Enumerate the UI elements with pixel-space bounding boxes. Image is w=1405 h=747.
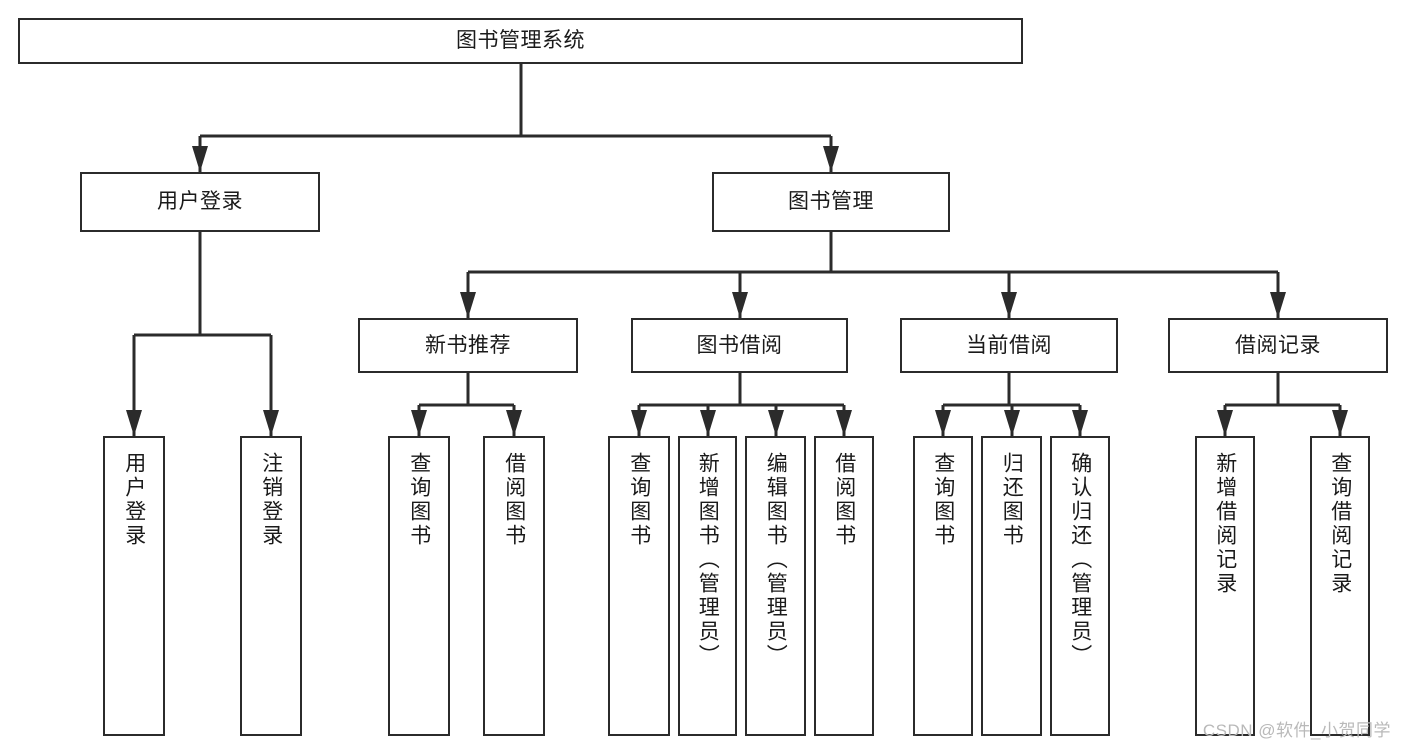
node-label: 借阅记录	[1235, 333, 1321, 357]
node-label: 图书借阅	[696, 333, 783, 357]
node-label: 图书管理系统	[456, 29, 585, 53]
node-label: 新增借阅记录	[1213, 452, 1237, 596]
node-leaf-query-record[interactable]: 查询借阅记录	[1310, 436, 1370, 736]
node-book-borrow[interactable]: 图书借阅	[631, 318, 848, 373]
arrow-head-leaf-query-book-1	[411, 410, 427, 436]
node-label: 借阅图书	[832, 452, 856, 548]
node-label: 编辑图书（管理员）	[764, 452, 788, 668]
node-leaf-user-login[interactable]: 用户登录	[103, 436, 165, 736]
node-new-book-rec[interactable]: 新书推荐	[358, 318, 578, 373]
node-label: 图书管理	[788, 190, 874, 214]
arrow-head-leaf-add-record	[1217, 410, 1233, 436]
node-label: 注销登录	[259, 452, 283, 548]
node-label: 借阅图书	[502, 452, 526, 548]
arrow-head-leaf-borrow-book-2	[836, 410, 852, 436]
node-leaf-confirm-return[interactable]: 确认归还（管理员）	[1050, 436, 1110, 736]
arrow-head-leaf-return-book	[1004, 410, 1020, 436]
node-borrow-record[interactable]: 借阅记录	[1168, 318, 1388, 373]
node-leaf-borrow-book-1[interactable]: 借阅图书	[483, 436, 545, 736]
arrow-head-leaf-logout	[263, 410, 279, 436]
node-user-login[interactable]: 用户登录	[80, 172, 320, 232]
node-leaf-query-book-1[interactable]: 查询图书	[388, 436, 450, 736]
arrow-head-current-borrow	[1001, 292, 1017, 318]
arrow-head-leaf-query-book-3	[935, 410, 951, 436]
arrow-head-new-book-rec	[460, 292, 476, 318]
node-current-borrow[interactable]: 当前借阅	[900, 318, 1118, 373]
node-label: 新书推荐	[425, 333, 511, 357]
node-root[interactable]: 图书管理系统	[18, 18, 1023, 64]
node-leaf-add-record[interactable]: 新增借阅记录	[1195, 436, 1255, 736]
arrow-head-leaf-edit-book	[768, 410, 784, 436]
node-label: 归还图书	[1000, 452, 1024, 548]
node-label: 查询图书	[407, 452, 431, 548]
arrow-head-book-borrow	[732, 292, 748, 318]
arrow-head-user-login	[192, 146, 208, 172]
arrow-head-leaf-add-book	[700, 410, 716, 436]
arrow-head-borrow-record	[1270, 292, 1286, 318]
node-leaf-return-book[interactable]: 归还图书	[981, 436, 1042, 736]
node-label: 查询图书	[931, 452, 955, 548]
node-leaf-logout[interactable]: 注销登录	[240, 436, 302, 736]
node-leaf-query-book-2[interactable]: 查询图书	[608, 436, 670, 736]
node-label: 新增图书（管理员）	[696, 452, 720, 668]
node-leaf-add-book[interactable]: 新增图书（管理员）	[678, 436, 737, 736]
node-leaf-edit-book[interactable]: 编辑图书（管理员）	[745, 436, 806, 736]
node-label: 当前借阅	[966, 333, 1052, 357]
node-label: 用户登录	[122, 452, 146, 548]
node-leaf-borrow-book-2[interactable]: 借阅图书	[814, 436, 874, 736]
arrow-head-leaf-query-record	[1332, 410, 1348, 436]
node-label: 查询图书	[627, 452, 651, 548]
node-label: 用户登录	[157, 190, 243, 214]
arrow-head-leaf-confirm-return	[1072, 410, 1088, 436]
node-label: 确认归还（管理员）	[1068, 452, 1092, 668]
node-label: 查询借阅记录	[1328, 452, 1352, 596]
node-leaf-query-book-3[interactable]: 查询图书	[913, 436, 973, 736]
watermark: CSDN @软件_小贺同学	[1202, 721, 1391, 740]
arrow-head-leaf-borrow-book-1	[506, 410, 522, 436]
arrow-head-leaf-user-login	[126, 410, 142, 436]
arrow-head-leaf-query-book-2	[631, 410, 647, 436]
arrow-head-book-manage	[823, 146, 839, 172]
node-book-manage[interactable]: 图书管理	[712, 172, 950, 232]
